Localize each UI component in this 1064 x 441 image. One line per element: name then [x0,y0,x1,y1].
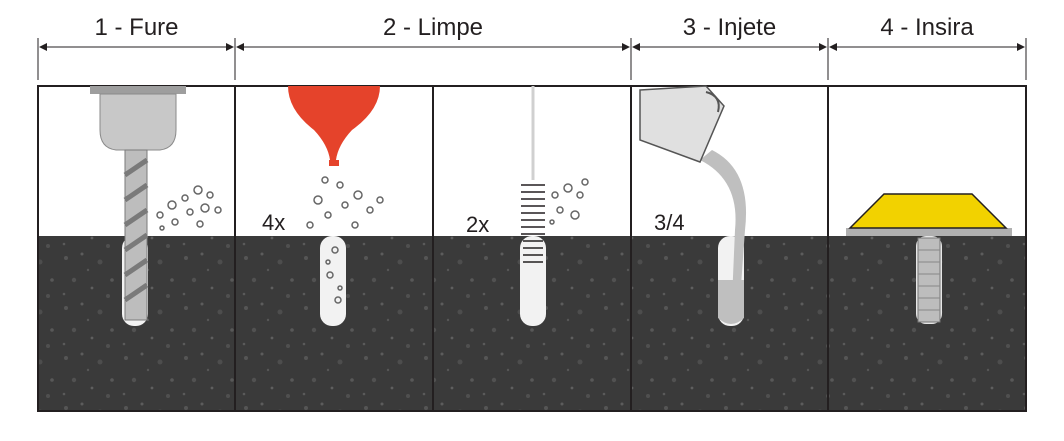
road-marker-icon [846,193,1012,324]
blow-count-note: 4x [262,210,286,235]
fill-fraction-note: 3/4 [654,210,685,235]
blower-bulb-icon [288,86,384,326]
brush-count-note: 2x [466,212,490,237]
brush-icon [520,86,589,326]
panel-dividers [234,86,829,411]
pouring-jug-icon [639,85,747,326]
step-label-clean: 2 - Limpe [382,14,484,41]
drill-icon [90,86,222,326]
step-label-insert: 4 - Insira [880,14,974,41]
dimension-lines [37,38,1027,80]
step-label-drill: 1 - Fure [94,14,179,41]
step-label-inject: 3 - Injete [682,14,777,41]
